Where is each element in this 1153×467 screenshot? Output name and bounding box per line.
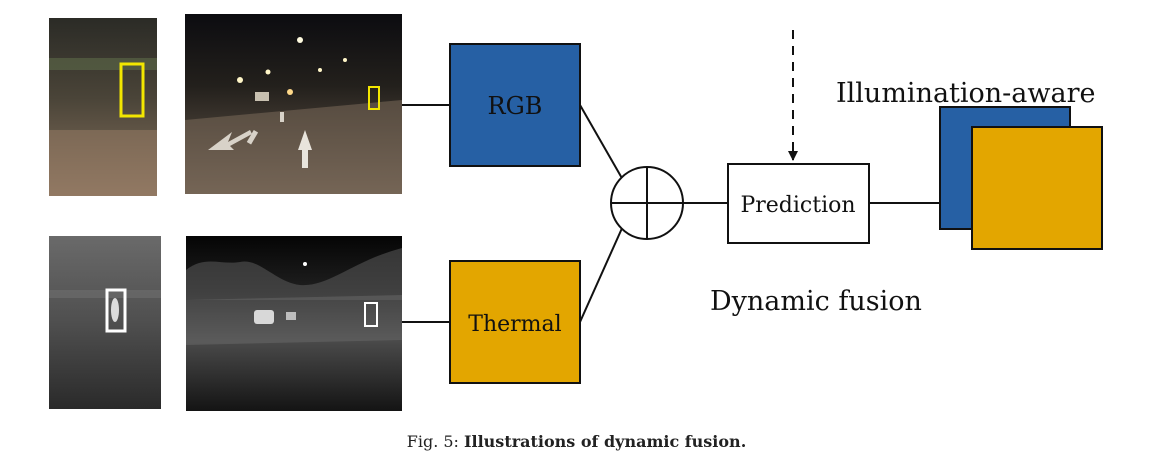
rgb-crop-image — [49, 18, 157, 196]
rgb-block-label: RGB — [488, 92, 543, 120]
figure-caption: Fig. 5: Illustrations of dynamic fusion. — [0, 432, 1153, 451]
dynamic-fusion-label: Dynamic fusion — [710, 286, 922, 317]
output-thermal-map — [971, 126, 1103, 250]
thermal-scene-image — [186, 236, 402, 411]
rgb-block: RGB — [449, 43, 581, 167]
rgb-scene-image — [185, 14, 402, 194]
rgb-scene-bounding-box — [368, 86, 380, 110]
prediction-block-label: Prediction — [740, 193, 855, 218]
thermal-block-label: Thermal — [468, 312, 561, 337]
thermal-to-fusion-connector — [579, 225, 624, 323]
thermal-block: Thermal — [449, 260, 581, 384]
fusion-operator-icon — [610, 166, 684, 240]
caption-title: Illustrations of dynamic fusion. — [464, 432, 747, 451]
prediction-block: Prediction — [727, 163, 870, 244]
caption-prefix: Fig. 5: — [406, 432, 465, 451]
rgb-to-fusion-connector — [579, 104, 624, 181]
illumination-aware-label: Illumination-aware — [836, 78, 1096, 109]
thermal-scene-bounding-box — [364, 302, 378, 327]
rgb-crop-bounding-box — [119, 62, 145, 118]
thermal-crop-bounding-box — [105, 288, 127, 333]
output-feature-maps — [939, 106, 1103, 250]
thermal-crop-image — [49, 236, 161, 409]
